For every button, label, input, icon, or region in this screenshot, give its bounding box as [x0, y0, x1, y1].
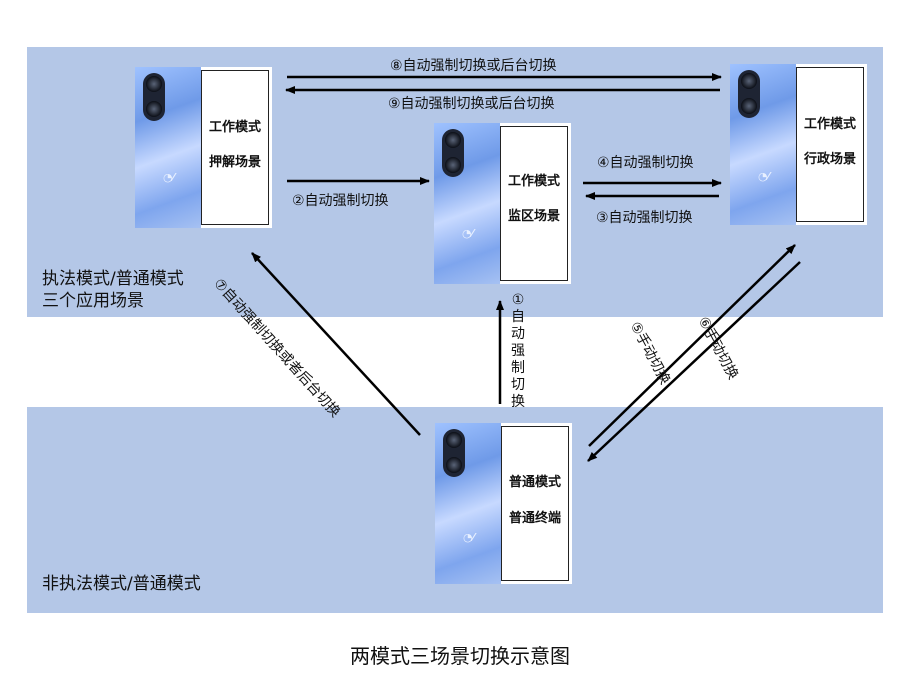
device-monitor-scene: ◔⁄ 工作模式 监区场景 [434, 123, 571, 284]
device-admin-scene: ◔⁄ 工作模式 行政场景 [730, 64, 867, 225]
brand-logo-icon: ◔⁄ [463, 531, 475, 544]
camera-icon [738, 70, 760, 118]
transition-label-3: ③自动强制切换 [596, 210, 693, 226]
device-scene-text: 监区场景 [507, 209, 560, 224]
transition-label-9: ⑨自动强制切换或后台切换 [388, 96, 555, 112]
phone-body: ◔⁄ [730, 64, 796, 225]
device-mode-text: 普通模式 [508, 475, 561, 490]
non-law-mode-label: 非执法模式/普通模式 [42, 574, 201, 594]
transition-label-1: ①自动强制切换 [511, 292, 525, 410]
phone-body: ◔⁄ [135, 67, 201, 228]
phone-screen: 工作模式 监区场景 [500, 126, 568, 281]
arrow-6 [587, 261, 801, 462]
arrow-7 [251, 252, 421, 436]
device-normal-terminal: ◔⁄ 普通模式 普通终端 [435, 423, 572, 584]
transition-label-8: ⑧自动强制切换或后台切换 [390, 58, 557, 74]
camera-icon [143, 73, 165, 121]
transition-label-2: ②自动强制切换 [292, 193, 389, 209]
device-mode-text: 工作模式 [507, 174, 560, 189]
brand-logo-icon: ◔⁄ [163, 171, 175, 184]
device-mode-text: 工作模式 [208, 120, 261, 135]
brand-logo-icon: ◔⁄ [758, 170, 770, 183]
law-mode-label-line1: 执法模式/普通模式 [42, 269, 184, 289]
device-scene-text: 普通终端 [508, 511, 561, 526]
device-scene-text: 押解场景 [208, 155, 261, 170]
phone-screen: 普通模式 普通终端 [501, 426, 569, 581]
camera-icon [443, 429, 465, 477]
device-scene-text: 行政场景 [803, 152, 856, 167]
phone-screen: 工作模式 行政场景 [796, 67, 864, 222]
transition-label-4: ④自动强制切换 [597, 155, 694, 171]
phone-body: ◔⁄ [435, 423, 501, 584]
device-escort-scene: ◔⁄ 工作模式 押解场景 [135, 67, 272, 228]
device-mode-text: 工作模式 [803, 117, 856, 132]
camera-icon [442, 129, 464, 177]
phone-screen: 工作模式 押解场景 [201, 70, 269, 225]
brand-logo-icon: ◔⁄ [462, 227, 474, 240]
law-mode-label-line2: 三个应用场景 [42, 291, 144, 311]
diagram-caption: 两模式三场景切换示意图 [350, 644, 570, 668]
phone-body: ◔⁄ [434, 123, 500, 284]
arrow-5 [588, 244, 796, 447]
